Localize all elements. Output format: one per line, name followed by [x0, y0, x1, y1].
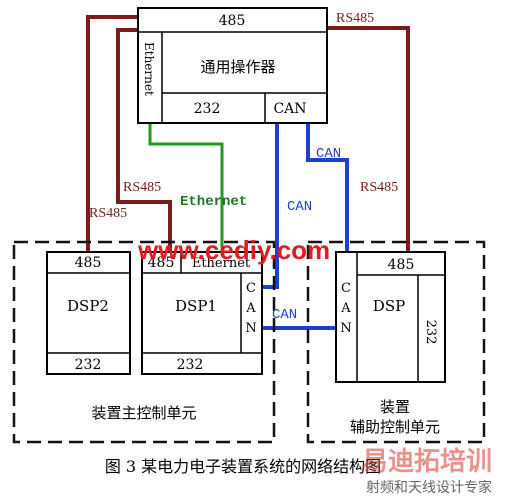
can-label-lower: CAN [272, 307, 297, 323]
dsp1-name: DSP1 [175, 297, 217, 315]
watermark-site: www.cediy.com [137, 235, 330, 265]
dsp1-485-label: 485 [148, 255, 175, 271]
operator-name: 通用操作器 [200, 58, 275, 76]
rs485-label-mid-right: RS485 [360, 180, 398, 195]
dsp-name: DSP [373, 297, 405, 315]
rs485-wire-dsp1 [116, 28, 172, 252]
dsp-box: 485 C A N DSP 232 [335, 251, 446, 383]
aux-unit-label-line2: 辅助控制单元 [350, 418, 440, 436]
operator-can-label: CAN [273, 101, 306, 117]
figure-caption: 图 3 某电力电子装置系统的网络结构图 [105, 457, 381, 476]
aux-unit-label-line1: 装置 [380, 398, 410, 416]
rs485-wire-dsp [327, 26, 410, 252]
dsp1-ethernet-label: Ethernet [192, 256, 251, 271]
ethernet-link-label: Ethernet [180, 194, 247, 210]
operator-485-label: 485 [219, 13, 246, 29]
rs485-wire-dsp2 [86, 15, 138, 252]
rs485-label-left-lower: RS485 [89, 206, 127, 221]
main-unit-label: 装置主控制单元 [91, 404, 196, 422]
ethernet-wire [148, 123, 224, 252]
dsp1-232-label: 232 [177, 357, 204, 373]
rs485-label-right: RS485 [336, 11, 374, 26]
rs485-label-left-upper: RS485 [123, 180, 161, 195]
group-boundaries [12, 240, 486, 444]
dsp2-485-label: 485 [75, 255, 102, 271]
can-label-mid: CAN [287, 199, 312, 215]
dsp1-can-n: N [245, 321, 256, 336]
watermark-logo-sub: 射频和天线设计专家 [366, 479, 492, 496]
rs485-wires [86, 15, 410, 252]
dsp2-box: 485 DSP2 232 [46, 251, 131, 375]
dsp1-can-c: C [246, 281, 256, 296]
can-label-upper-right: CAN [316, 146, 341, 162]
dsp-232-label: 232 [423, 320, 438, 345]
operator-ethernet-label: Ethernet [142, 42, 156, 96]
general-operator: 485 通用操作器 Ethernet 232 CAN [137, 7, 328, 124]
dsp2-name: DSP2 [67, 297, 109, 315]
dsp-can-n: N [340, 321, 351, 336]
dsp2-232-label: 232 [75, 357, 102, 373]
main-unit-boundary [12, 240, 276, 444]
aux-unit-boundary [306, 240, 486, 444]
watermark-logo-text: 易迪拓培训 [362, 447, 492, 477]
operator-232-label: 232 [194, 101, 221, 117]
can-wire-to-dsp [306, 123, 349, 252]
can-wire-to-dsp1 [262, 123, 279, 289]
dsp1-can-a: A [245, 301, 256, 316]
dsp-can-a: A [340, 301, 351, 316]
dsp-485-label: 485 [388, 257, 415, 273]
dsp1-box: 485 Ethernet DSP1 C A N 232 [141, 251, 263, 375]
dsp-can-c: C [341, 281, 351, 296]
